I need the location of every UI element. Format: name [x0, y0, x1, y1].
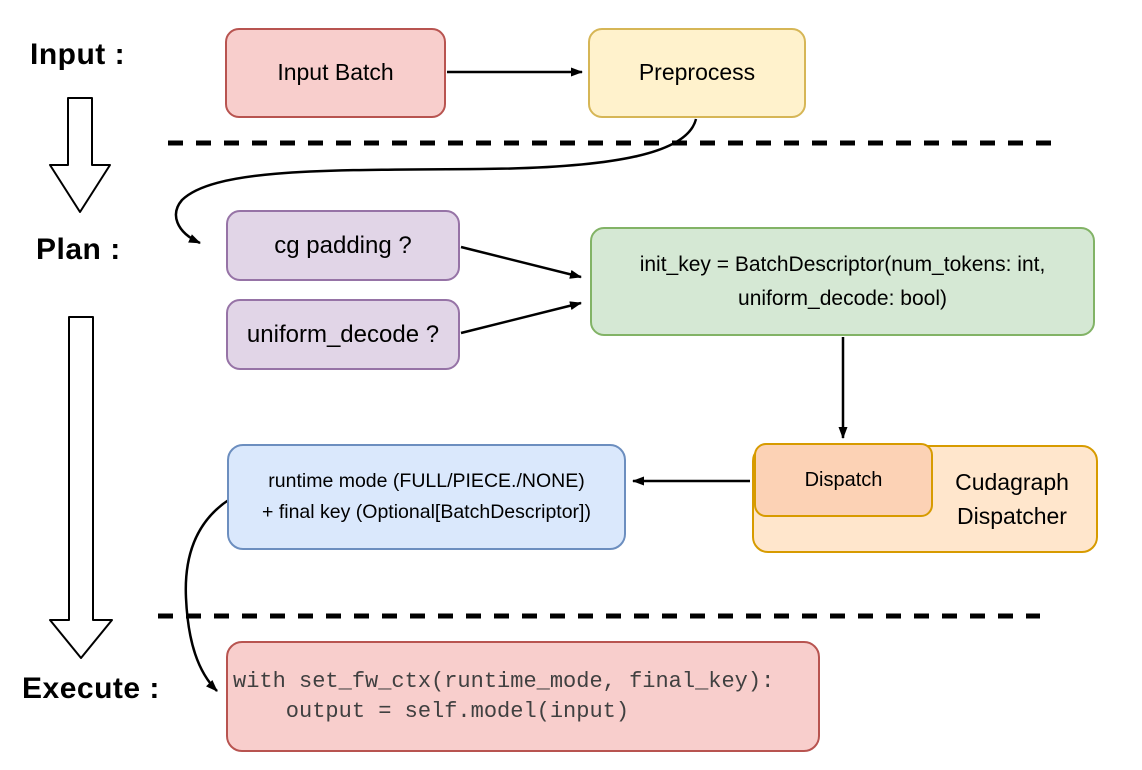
- cudagraph-dispatcher-line1: Cudagraph: [955, 469, 1069, 495]
- edge-preprocess-cgpadding: [174, 118, 698, 245]
- section-label-execute: Execute :: [22, 672, 160, 705]
- execute-code-line2: output = self.model(input): [233, 698, 630, 724]
- node-input-batch: Input Batch: [225, 28, 446, 118]
- section-label-input: Input :: [30, 38, 126, 71]
- edge-runtimemode-execute: [184, 497, 231, 692]
- down-arrow-icon: [49, 97, 111, 213]
- node-runtime-mode: runtime mode (FULL/PIECE./NONE) + final …: [227, 444, 626, 550]
- node-init-key-line2: uniform_decode: bool): [738, 286, 947, 310]
- node-dispatch-label: Dispatch: [804, 469, 883, 491]
- node-preprocess: Preprocess: [588, 28, 806, 118]
- cudagraph-dispatcher-label: Cudagraph Dispatcher: [928, 447, 1096, 551]
- node-init-key: init_key = BatchDescriptor(num_tokens: i…: [590, 227, 1095, 336]
- node-preprocess-label: Preprocess: [638, 59, 756, 86]
- execute-code-line1: with set_fw_ctx(runtime_mode, final_key)…: [233, 668, 775, 694]
- node-cg-padding-label: cg padding ?: [274, 231, 412, 259]
- edge-cgpadding-initkey: [460, 245, 582, 279]
- cudagraph-dispatcher-line2: Dispatcher: [957, 503, 1067, 529]
- node-uniform-decode-label: uniform_decode ?: [246, 320, 440, 348]
- node-dispatch: Dispatch: [754, 443, 933, 517]
- edge-uniformdecode-initkey: [460, 301, 582, 335]
- section-label-plan: Plan :: [36, 233, 121, 266]
- down-arrow-icon: [49, 316, 113, 659]
- node-runtime-mode-line1: runtime mode (FULL/PIECE./NONE): [268, 470, 585, 492]
- node-input-batch-label: Input Batch: [277, 59, 394, 86]
- node-uniform-decode: uniform_decode ?: [226, 299, 460, 370]
- node-init-key-line1: init_key = BatchDescriptor(num_tokens: i…: [639, 252, 1046, 276]
- node-cg-padding: cg padding ?: [226, 210, 460, 281]
- node-runtime-mode-line2: + final key (Optional[BatchDescriptor]): [262, 501, 591, 523]
- node-execute-code: with set_fw_ctx(runtime_mode, final_key)…: [226, 641, 820, 752]
